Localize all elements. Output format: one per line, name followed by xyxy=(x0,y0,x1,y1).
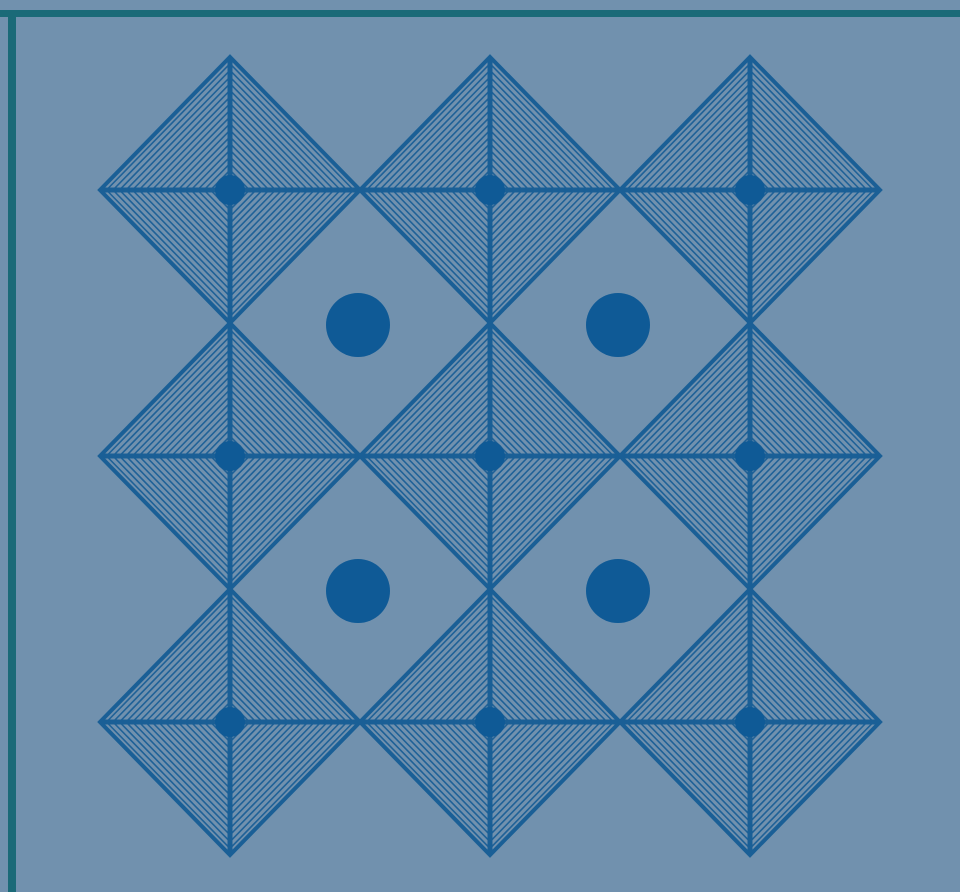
b-site-cation xyxy=(215,175,245,205)
b-site-cation xyxy=(475,707,505,737)
b-site-cation xyxy=(215,441,245,471)
b-site-cation xyxy=(215,707,245,737)
b-site-cation xyxy=(475,441,505,471)
octahedra-layer xyxy=(100,57,880,855)
a-site-cation-a3 xyxy=(326,559,390,623)
frame-left-edge xyxy=(8,10,16,892)
b-site-cation xyxy=(735,441,765,471)
a-site-cation-a1 xyxy=(326,293,390,357)
b-site-cation xyxy=(475,175,505,205)
b-site-cation xyxy=(735,175,765,205)
a-site-cation-a4 xyxy=(586,559,650,623)
frame-top-edge xyxy=(0,10,960,17)
b-site-cation xyxy=(735,707,765,737)
a-site-cation-a2 xyxy=(586,293,650,357)
